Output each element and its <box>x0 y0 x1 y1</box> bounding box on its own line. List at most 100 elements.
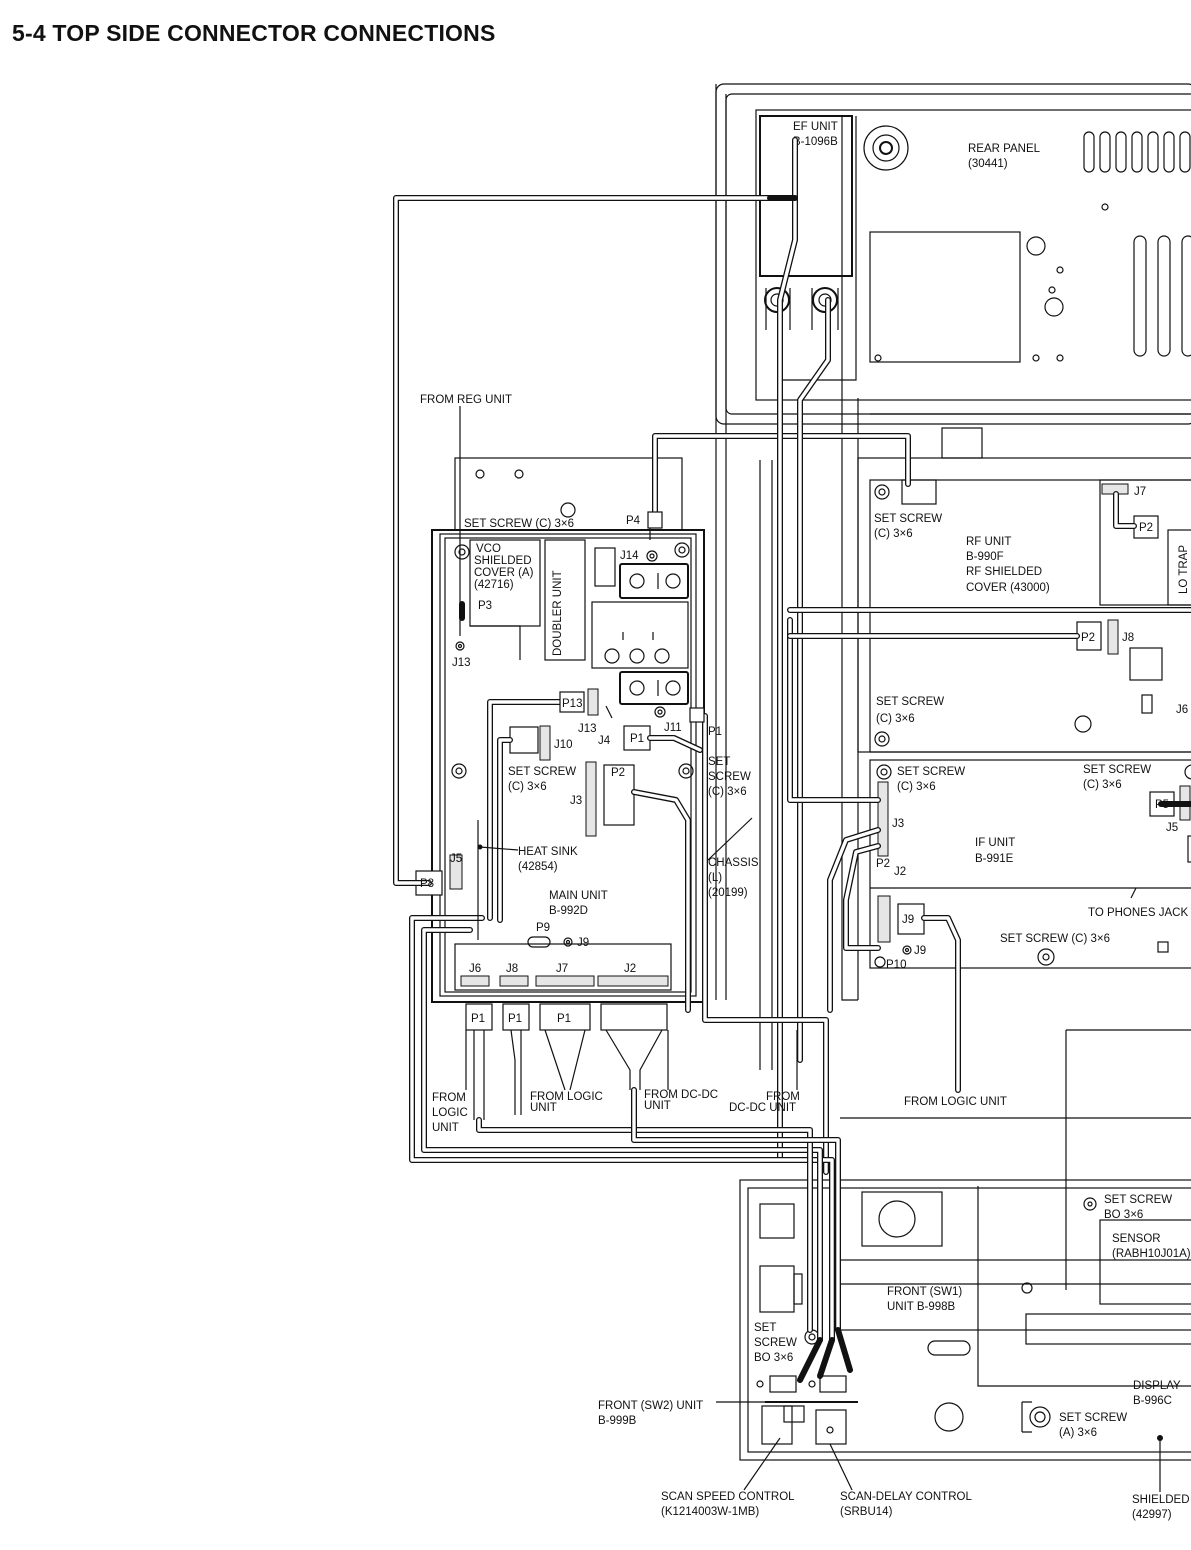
from-logic-right-label: FROM LOGIC UNIT <box>904 1096 1007 1108</box>
from-logic-label-1: FROM <box>432 1092 466 1104</box>
from-logic-label-2: LOGIC <box>432 1107 468 1119</box>
ef-unit-label: EF UNIT <box>793 121 838 133</box>
display-label-1: DISPLAY <box>1133 1380 1181 1392</box>
chassis-label-1: CHASSIS <box>708 857 759 869</box>
display-label-2: B-996C <box>1133 1395 1172 1407</box>
vco-label-2: SHIELDED <box>474 555 532 567</box>
heat-sink-label-1: HEAT SINK <box>518 846 578 858</box>
rf-unit-label-2: B-990F <box>966 551 1004 563</box>
front-panel-set-label-2: SCREW <box>754 1337 797 1349</box>
j5-main-label: J5 <box>450 853 462 865</box>
vco-label-1: VCO <box>476 543 501 555</box>
vent-slots-mid <box>1133 235 1191 357</box>
rf-unit <box>857 427 1191 753</box>
p1-main-label: P1 <box>630 733 644 745</box>
vent-slots-top <box>1083 131 1191 173</box>
p8-label: P8 <box>420 878 434 890</box>
rf-set-screw-b-label-1: SET SCREW <box>876 696 944 708</box>
if-unit-label: IF UNIT <box>975 837 1015 849</box>
j8-rf-label: J8 <box>1122 632 1134 644</box>
chassis-label-2: (L) <box>708 872 722 884</box>
front-sw1-label-2: UNIT B-998B <box>887 1301 956 1313</box>
to-phones-jack-label: TO PHONES JACK <box>1088 907 1188 919</box>
p2-j8-label: P2 <box>1081 632 1095 644</box>
set-screw-if-bottom-label: SET SCREW (C) 3×6 <box>1000 933 1110 945</box>
lo-trap-label: LO TRAP <box>1178 545 1190 594</box>
front-sw2-label-1: FRONT (SW2) UNIT <box>598 1400 703 1412</box>
p3-label: P3 <box>478 600 492 612</box>
front-panel-set-label-1: SET <box>754 1322 776 1334</box>
from-logic-label-3: UNIT <box>432 1122 459 1134</box>
if-set-screw-label-1: SET SCREW <box>897 766 965 778</box>
p4-label: P4 <box>626 515 641 527</box>
rf-unit-label-4: COVER (43000) <box>966 582 1050 594</box>
heat-sink-label-2: (42854) <box>518 861 558 873</box>
set-screw-a-label-1: SET SCREW <box>1059 1412 1127 1424</box>
leader-lines <box>459 406 1137 1491</box>
j13-label: J13 <box>578 723 597 735</box>
j9-if-label: J9 <box>914 945 926 957</box>
front-panel-set-screw-label-2: BO 3×6 <box>1104 1209 1143 1221</box>
p2-main-label: P2 <box>611 767 625 779</box>
p1-plug-b-label: P1 <box>508 1013 522 1025</box>
j3-main-label: J3 <box>570 795 582 807</box>
front-sw2-label-2: B-999B <box>598 1415 637 1427</box>
shielded-label-2: (42997) <box>1132 1509 1172 1521</box>
p1-side-label: P1 <box>708 726 722 738</box>
set-screw-side-label-3: (C) 3×6 <box>708 786 747 798</box>
set-screw-vco-label: SET SCREW (C) 3×6 <box>464 518 574 530</box>
from-dcdc-label-1: FROM DC-DC <box>644 1089 718 1101</box>
main-unit-label: MAIN UNIT <box>549 890 608 902</box>
j2-main-label: J2 <box>624 963 636 975</box>
j5-if-label: J5 <box>1166 822 1178 834</box>
set-screw-main-label-1: SET SCREW <box>508 766 576 778</box>
if-set-screw-right-label-1: SET SCREW <box>1083 764 1151 776</box>
j8-main-label: J8 <box>506 963 518 975</box>
bottom-plugs <box>465 1003 668 1120</box>
cable-harnesses <box>393 137 1191 1383</box>
from-dcdc2-label-1: FROM <box>766 1091 800 1103</box>
vco-label-3: COVER (A) <box>474 567 534 579</box>
j4-label: J4 <box>598 735 611 747</box>
p9-label: P9 <box>536 922 550 934</box>
ef-unit-number: B-1096B <box>793 136 838 148</box>
shielded-label-1: SHIELDED <box>1132 1494 1190 1506</box>
set-screw-main-label-2: (C) 3×6 <box>508 781 547 793</box>
j9-if-box-label: J9 <box>902 914 914 926</box>
set-screw-side-label-2: SCREW <box>708 771 751 783</box>
from-logic-mid-label-1: FROM LOGIC <box>530 1091 603 1103</box>
front-panel-set-screw-label-1: SET SCREW <box>1104 1194 1172 1206</box>
sensor-label-2: (RABH10J01A) <box>1112 1248 1191 1260</box>
j7-main-label: J7 <box>556 963 568 975</box>
p1-plug-c-label: P1 <box>557 1013 571 1025</box>
from-reg-unit-label: FROM REG UNIT <box>420 394 512 406</box>
scan-delay-label-2: (SRBU14) <box>840 1506 893 1518</box>
if-unit-number: B-991E <box>975 853 1014 865</box>
rf-set-screw-label-1: SET SCREW <box>874 513 942 525</box>
page-title: 5-4 TOP SIDE CONNECTOR CONNECTIONS <box>12 20 496 46</box>
set-screw-side-label-1: SET <box>708 756 730 768</box>
vco-label-4: (42716) <box>474 579 514 591</box>
j14-label: J14 <box>620 550 639 562</box>
j6-label: J6 <box>469 963 481 975</box>
p5-label: P5 <box>1155 799 1169 811</box>
j10-label: J10 <box>554 739 573 751</box>
p2-rf-label: P2 <box>1139 522 1153 534</box>
p2-if-label: P2 <box>876 858 890 870</box>
rf-set-screw-label-2: (C) 3×6 <box>874 528 913 540</box>
main-unit-number: B-992D <box>549 905 588 917</box>
front-sw1-label-1: FRONT (SW1) <box>887 1286 962 1298</box>
j9-main-label: J9 <box>577 937 589 949</box>
front-panel-set-label-3: BO 3×6 <box>754 1352 793 1364</box>
from-logic-mid-label-2: UNIT <box>530 1102 557 1114</box>
rf-set-screw-b-label-2: (C) 3×6 <box>876 713 915 725</box>
chassis-label-3: (20199) <box>708 887 748 899</box>
j11-label: J11 <box>664 722 682 734</box>
sensor-label-1: SENSOR <box>1112 1233 1161 1245</box>
p13-label: P13 <box>562 698 582 710</box>
j7-rf-label: J7 <box>1134 486 1146 498</box>
j2-if-label: J2 <box>894 866 906 878</box>
j13-left-label: J13 <box>452 657 471 669</box>
p10-label: P10 <box>886 959 906 971</box>
j3-if-label: J3 <box>892 818 904 830</box>
